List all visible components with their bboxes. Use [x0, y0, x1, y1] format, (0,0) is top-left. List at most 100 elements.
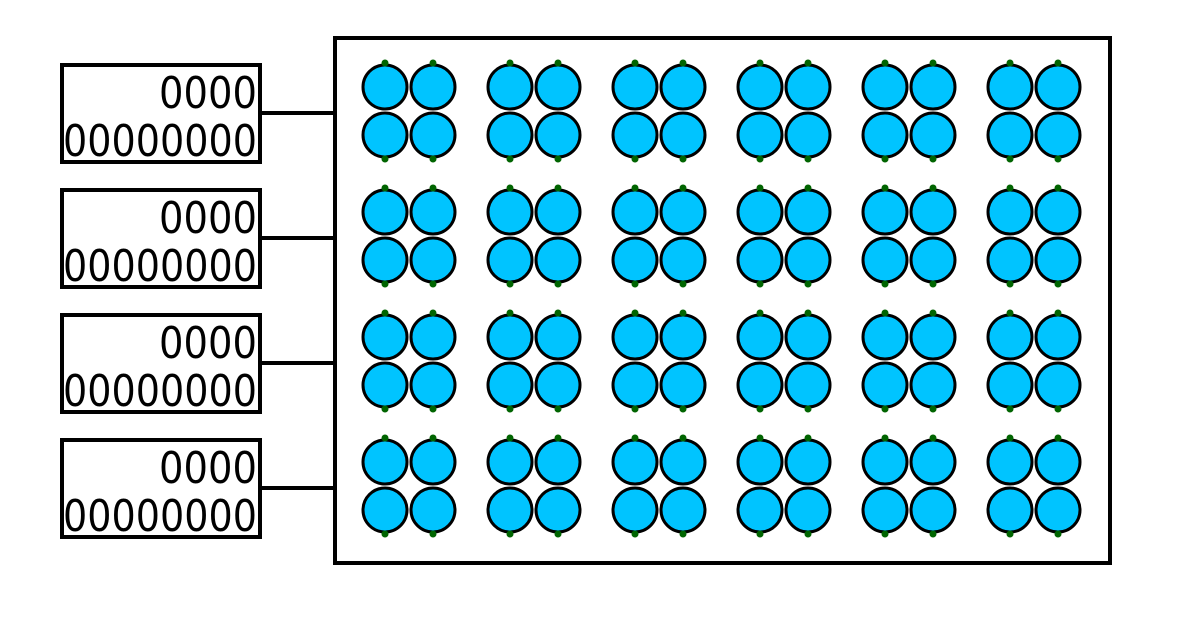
circle-cluster — [611, 434, 707, 538]
green-dot — [804, 155, 812, 163]
cluster-circle — [736, 313, 784, 361]
circle-cluster — [736, 59, 832, 163]
green-dot — [429, 184, 437, 192]
green-dot — [1054, 434, 1062, 442]
green-dot — [929, 434, 937, 442]
green-dot — [554, 530, 562, 538]
circle-cluster — [361, 434, 457, 538]
green-dot — [1054, 405, 1062, 413]
green-dot — [1054, 309, 1062, 317]
cluster-circle — [784, 188, 832, 236]
cluster-circle — [986, 236, 1034, 284]
green-dot — [881, 309, 889, 317]
green-dot — [679, 184, 687, 192]
circle-cluster — [361, 309, 457, 413]
cluster-circle — [986, 111, 1034, 159]
cluster-circle — [861, 438, 909, 486]
cluster-circle — [409, 438, 457, 486]
cluster-circle — [909, 188, 957, 236]
green-dot — [756, 309, 764, 317]
green-dot — [1054, 59, 1062, 67]
green-dot — [429, 59, 437, 67]
green-dot — [929, 184, 937, 192]
green-dot — [506, 405, 514, 413]
cluster-circle — [736, 236, 784, 284]
green-dot — [929, 405, 937, 413]
green-dot — [756, 405, 764, 413]
green-dot — [381, 530, 389, 538]
label-box-2: 0000 00000000 — [60, 188, 335, 292]
cluster-circle — [986, 361, 1034, 409]
cluster-circle — [986, 63, 1034, 111]
green-dot — [631, 405, 639, 413]
cluster-circle — [659, 236, 707, 284]
cluster-circle — [611, 63, 659, 111]
green-dot — [929, 59, 937, 67]
green-dot — [554, 405, 562, 413]
cluster-circle — [659, 111, 707, 159]
green-dot — [1006, 309, 1014, 317]
green-dot — [679, 530, 687, 538]
green-dot — [631, 434, 639, 442]
cluster-circle — [409, 111, 457, 159]
cluster-circle — [611, 486, 659, 534]
green-dot — [929, 280, 937, 288]
cluster-circle — [909, 438, 957, 486]
label-line-2: 00000000 — [63, 116, 257, 167]
cluster-circle — [611, 438, 659, 486]
green-dot — [804, 530, 812, 538]
green-dot — [679, 155, 687, 163]
green-dot — [381, 59, 389, 67]
cluster-circle — [611, 236, 659, 284]
circle-cluster — [486, 59, 582, 163]
cluster-circle — [486, 111, 534, 159]
green-dot — [506, 184, 514, 192]
green-dot — [756, 184, 764, 192]
circle-cluster — [861, 434, 957, 538]
green-dot — [506, 309, 514, 317]
green-dot — [631, 184, 639, 192]
green-dot — [679, 280, 687, 288]
green-dot — [804, 184, 812, 192]
green-dot — [554, 59, 562, 67]
green-dot — [381, 405, 389, 413]
green-dot — [429, 309, 437, 317]
cluster-circle — [611, 313, 659, 361]
label-line-1: 0000 — [159, 443, 257, 494]
label-box-frame — [60, 188, 262, 289]
cluster-circle — [861, 63, 909, 111]
cluster-circle — [736, 63, 784, 111]
green-dot — [381, 155, 389, 163]
circle-cluster — [736, 184, 832, 288]
green-dot — [631, 309, 639, 317]
green-dot — [679, 405, 687, 413]
cluster-circle — [659, 361, 707, 409]
circle-grid — [361, 59, 1082, 538]
cluster-circle — [409, 486, 457, 534]
cluster-circle — [534, 111, 582, 159]
cluster-circle — [611, 361, 659, 409]
green-dot — [804, 280, 812, 288]
green-dot — [429, 530, 437, 538]
cluster-circle — [861, 486, 909, 534]
cluster-circle — [409, 361, 457, 409]
cluster-circle — [909, 111, 957, 159]
green-dot — [506, 59, 514, 67]
green-dot — [881, 59, 889, 67]
circle-cluster — [736, 309, 832, 413]
cluster-circle — [486, 438, 534, 486]
cluster-circle — [534, 236, 582, 284]
cluster-circle — [784, 111, 832, 159]
green-dot — [554, 434, 562, 442]
cluster-circle — [1034, 63, 1082, 111]
cluster-circle — [986, 313, 1034, 361]
green-dot — [881, 530, 889, 538]
label-box-frame — [60, 63, 262, 164]
cluster-circle — [361, 486, 409, 534]
green-dot — [929, 155, 937, 163]
green-dot — [506, 280, 514, 288]
cluster-circle — [1034, 313, 1082, 361]
circle-cluster — [986, 434, 1082, 538]
label-line-1: 0000 — [159, 318, 257, 369]
cluster-circle — [861, 236, 909, 284]
